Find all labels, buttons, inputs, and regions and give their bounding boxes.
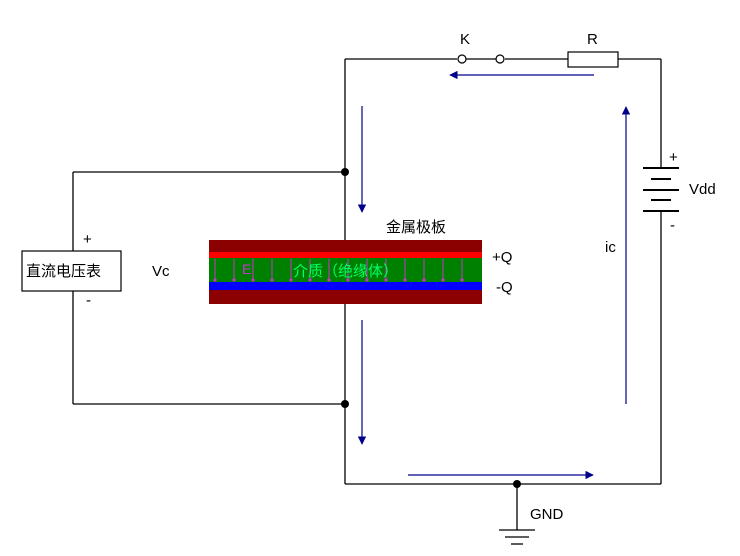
battery-label: Vdd <box>689 181 716 198</box>
capacitor <box>209 240 482 304</box>
field-line-head <box>213 278 217 282</box>
junction-dot <box>513 480 521 488</box>
field-line-head <box>441 278 445 282</box>
resistor-r: R <box>567 31 619 68</box>
field-line-head <box>289 278 293 282</box>
field-line-head <box>460 278 464 282</box>
voltmeter-label: 直流电压表 <box>26 262 101 280</box>
junctions <box>341 168 521 488</box>
dielectric-label: 介质（绝缘体） <box>293 262 398 280</box>
field-line-head <box>403 278 407 282</box>
ground-label: GND <box>530 506 564 523</box>
field-line-head <box>327 278 331 282</box>
switch-k: K <box>457 31 505 64</box>
capacitor-voltage-label: Vc <box>152 263 170 280</box>
switch-contact <box>495 54 505 64</box>
field-line-head <box>346 278 350 282</box>
field-line-head <box>422 278 426 282</box>
field-line-head <box>365 278 369 282</box>
top-metal-plate <box>209 240 482 252</box>
current-arrows <box>357 70 631 480</box>
negative-charge-label: -Q <box>496 279 513 296</box>
voltmeter-box <box>21 250 122 292</box>
battery-vdd <box>643 167 679 212</box>
junction-dot <box>341 168 349 176</box>
field-line-head <box>251 278 255 282</box>
resistor-body <box>567 51 619 68</box>
positive-charge-layer <box>209 252 482 258</box>
resistor-label: R <box>587 31 598 48</box>
field-line-head <box>308 278 312 282</box>
field-label: E <box>242 261 251 277</box>
battery-minus-label: - <box>670 217 675 234</box>
field-line-head <box>384 278 388 282</box>
voltmeter-plus-label: + <box>83 231 92 248</box>
field-line-head <box>232 278 236 282</box>
wires <box>72 58 662 530</box>
negative-charge-layer <box>209 282 482 290</box>
positive-charge-label: +Q <box>492 249 512 266</box>
current-label: ic <box>605 239 616 256</box>
battery-plus-label: + <box>669 149 678 166</box>
field-lines <box>213 259 464 282</box>
dc-voltmeter: 直流电压表 <box>21 250 122 292</box>
junction-dot <box>341 400 349 408</box>
dielectric-layer <box>209 258 482 282</box>
switch-contact <box>457 54 467 64</box>
field-line-head <box>270 278 274 282</box>
bottom-metal-plate <box>209 290 482 304</box>
plates-label: 金属极板 <box>386 218 446 236</box>
voltmeter-minus-label: - <box>86 292 91 309</box>
ground-symbol <box>499 529 535 545</box>
switch-label: K <box>460 31 470 48</box>
